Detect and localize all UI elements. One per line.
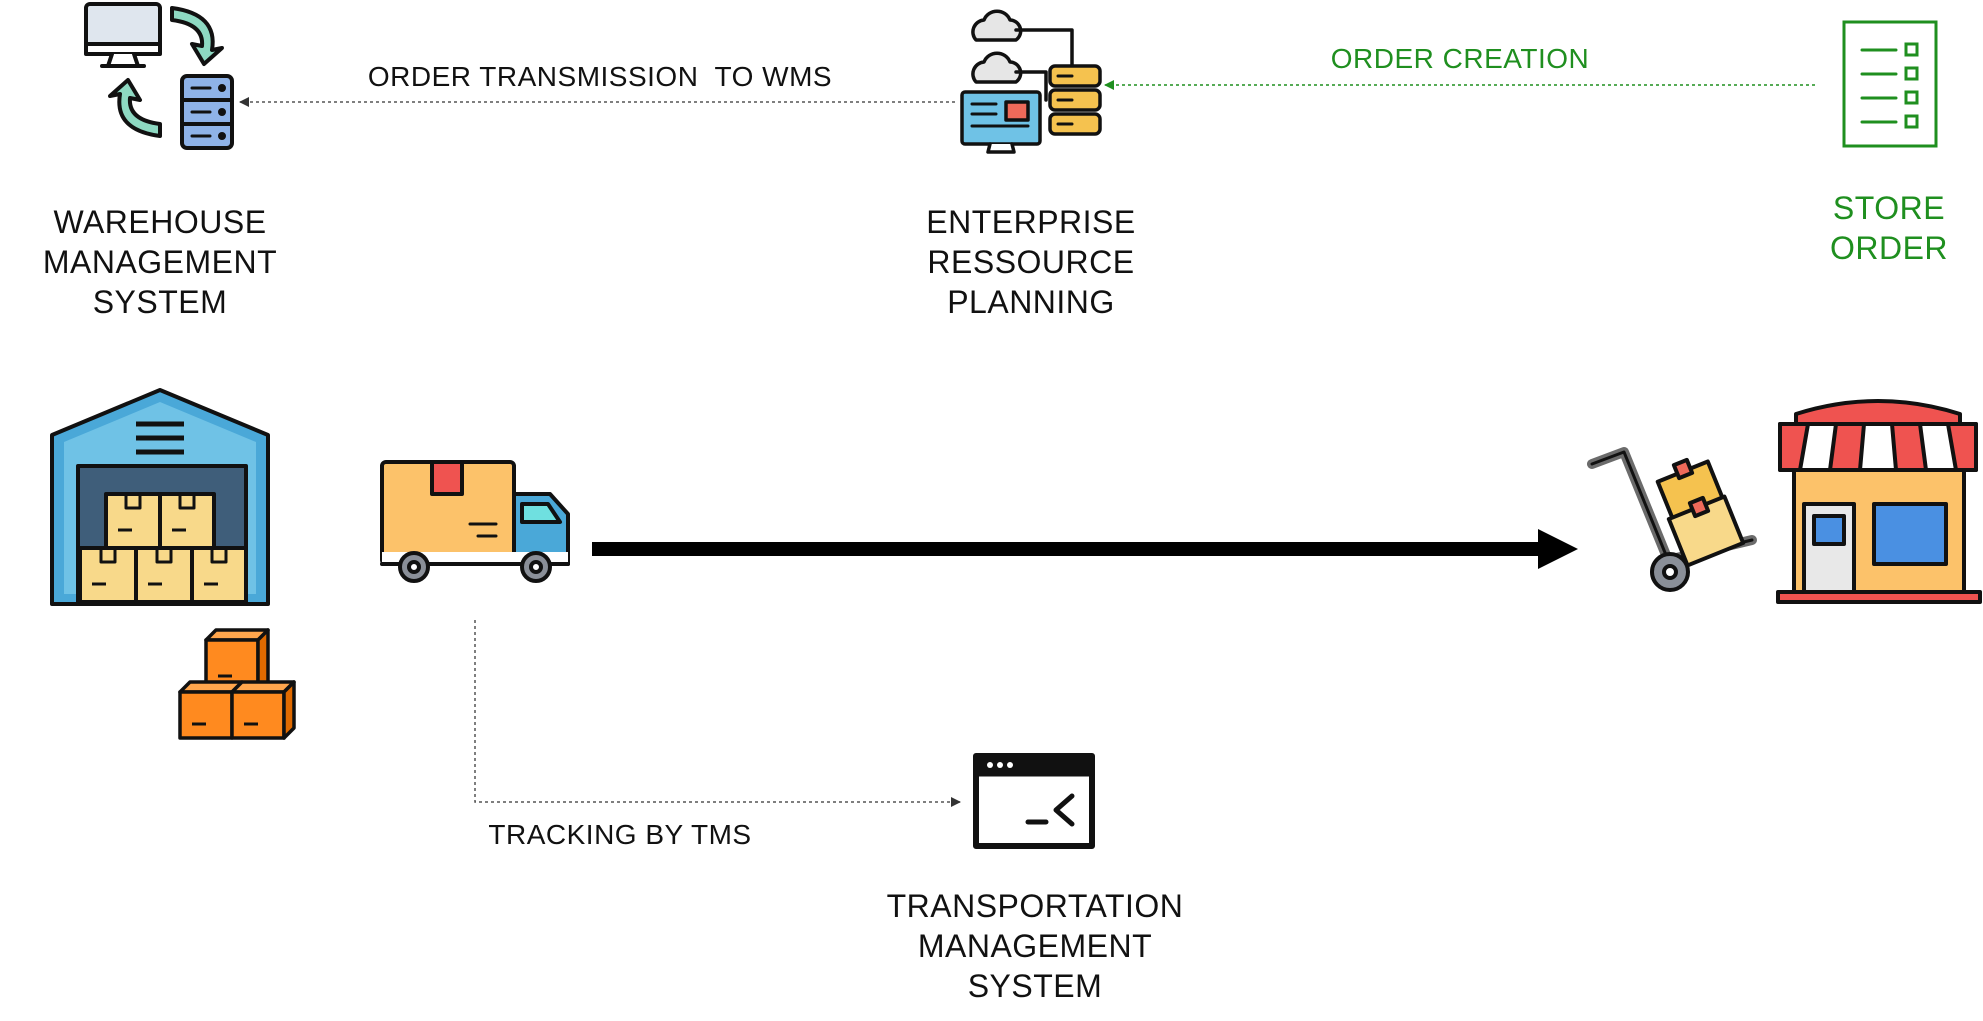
boxes-icon bbox=[178, 628, 296, 740]
store-order-label-line: STORE bbox=[1832, 190, 1946, 226]
wms-label-line: WAREHOUSE bbox=[53, 204, 267, 240]
wms-label-line: MANAGEMENT bbox=[42, 244, 278, 280]
delivery-truck-icon bbox=[380, 460, 570, 583]
store-order-label-line: ORDER bbox=[1829, 230, 1949, 266]
tms-label-line: SYSTEM bbox=[967, 968, 1103, 1004]
erp-label-line: RESSOURCE bbox=[927, 244, 1135, 280]
tracking-arrow bbox=[474, 620, 961, 807]
tracking-label: TRACKING BY TMS bbox=[488, 819, 752, 850]
tms-label: TRANSPORTATION MANAGEMENT SYSTEM bbox=[870, 886, 1200, 1006]
server-sync-icon bbox=[84, 2, 234, 150]
terminal-window-icon bbox=[973, 753, 1095, 849]
warehouse-icon bbox=[50, 388, 270, 606]
checklist-icon bbox=[1842, 20, 1938, 148]
hand-truck-icon bbox=[1587, 447, 1757, 592]
order-transmission-label: ORDER TRANSMISSION TO WMS bbox=[367, 61, 833, 92]
store-order-label: STORE ORDER bbox=[1814, 188, 1964, 268]
delivery-arrow bbox=[592, 529, 1578, 569]
wms-label: WAREHOUSE MANAGEMENT SYSTEM bbox=[30, 202, 290, 322]
erp-label-line: PLANNING bbox=[947, 284, 1115, 320]
erp-label: ENTERPRISE RESSOURCE PLANNING bbox=[906, 202, 1156, 322]
wms-label-line: SYSTEM bbox=[92, 284, 228, 320]
cloud-erp-icon bbox=[960, 9, 1102, 154]
storefront-icon bbox=[1776, 399, 1982, 604]
tms-label-line: MANAGEMENT bbox=[917, 928, 1153, 964]
erp-label-line: ENTERPRISE bbox=[926, 204, 1136, 240]
order-creation-label: ORDER CREATION bbox=[1330, 43, 1590, 74]
tms-label-line: TRANSPORTATION bbox=[886, 888, 1184, 924]
